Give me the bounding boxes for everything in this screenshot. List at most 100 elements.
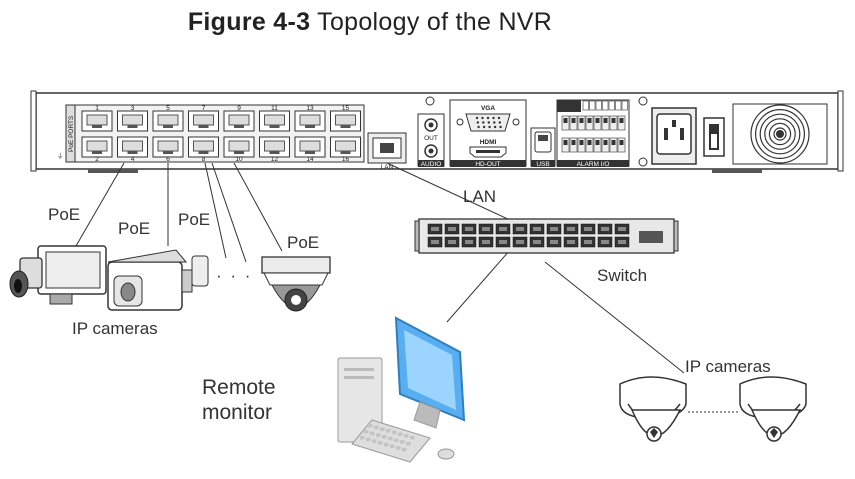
bullet-camera: [107, 249, 209, 311]
switch-port: [614, 236, 630, 248]
switch-port: [512, 236, 528, 248]
poe-line-5: [233, 162, 283, 252]
audio-out-port: OUT AUDIO: [417, 113, 445, 168]
nvr-lan-port: LAN: [367, 132, 407, 171]
figure-caption: Topology of the NVR: [317, 8, 553, 36]
remote-monitor-line-1: Remote: [202, 376, 276, 399]
dome-camera-3: [739, 376, 807, 442]
port-number: 16: [342, 156, 350, 163]
poe-ports: [81, 110, 361, 158]
keyboard-keys: [360, 424, 415, 452]
port-number: 6: [166, 156, 170, 163]
connection-lines: [75, 162, 740, 413]
figure-title: Figure 4-3 Topology of the NVR: [0, 8, 740, 37]
switch-port: [444, 236, 460, 248]
poe-port: [330, 136, 361, 158]
switch-port: [597, 236, 613, 248]
video-out-block: VGA HDMI HD-OUT: [449, 99, 527, 168]
poe-ports-label: PoE PORTS: [68, 115, 75, 152]
remote-monitor-computer: [337, 316, 466, 463]
poe-line-3: [204, 162, 227, 259]
switch-port: [512, 223, 528, 235]
port-number: 4: [131, 156, 135, 163]
vga-label: VGA: [481, 105, 495, 112]
fan-grille: [732, 103, 828, 165]
svg-text:⏚: ⏚: [57, 152, 64, 160]
switch-label: Switch: [597, 266, 648, 285]
power-block: [651, 103, 828, 165]
box-camera: [9, 245, 107, 305]
hd-out-label: HD-OUT: [475, 161, 500, 168]
poe-port: [223, 110, 255, 132]
switch-port: [563, 223, 579, 235]
poe-port: [223, 136, 255, 158]
switch-to-cameras-line: [544, 261, 685, 374]
port-number: 1: [95, 105, 99, 112]
switch-port: [461, 223, 477, 235]
port-number: 5: [166, 105, 170, 112]
switch-port: [563, 236, 579, 248]
switch-port: [461, 236, 477, 248]
network-switch: [414, 218, 679, 254]
poe-port: [152, 110, 184, 132]
lan-port-label: LAN: [381, 164, 394, 171]
remote-monitor-label: Remote monitor: [202, 375, 276, 425]
poe-label-1: PoE: [48, 205, 81, 224]
camera-ellipsis: · · ·: [216, 266, 253, 285]
vga-pins: [475, 116, 502, 129]
poe-port: [152, 136, 184, 158]
poe-port: [294, 136, 326, 158]
switch-port: [495, 236, 511, 248]
port-number: 7: [202, 105, 206, 112]
remote-monitor-line-2: monitor: [202, 401, 273, 424]
poe-port: [81, 136, 113, 158]
poe-port: [259, 136, 290, 158]
port-numbers-bottom: 2 4 6 8 10 12 14 16: [95, 156, 349, 163]
switch-port: [427, 223, 443, 235]
switch-port: [614, 223, 630, 235]
poe-port: [188, 110, 219, 132]
poe-label-3: PoE: [178, 210, 211, 229]
switch-port: [546, 236, 562, 248]
alarm-label: ALARM I/O: [577, 161, 610, 168]
ip-cameras-label-left: IP cameras: [72, 319, 158, 338]
poe-port: [294, 110, 326, 132]
poe-port: [117, 136, 148, 158]
port-number: 12: [271, 156, 279, 163]
switch-ports: [427, 223, 630, 248]
poe-label-2: PoE: [118, 219, 151, 238]
poe-port: [188, 136, 219, 158]
port-number: 13: [306, 105, 314, 112]
switch-port: [597, 223, 613, 235]
lan-label: LAN: [463, 187, 497, 206]
port-number: 10: [235, 156, 243, 163]
switch-port: [580, 236, 596, 248]
switch-port: [529, 223, 545, 235]
switch-port: [495, 223, 511, 235]
port-number: 14: [306, 156, 314, 163]
figure-number: Figure 4-3: [187, 8, 311, 36]
port-number: 2: [95, 156, 99, 163]
switch-port: [580, 223, 596, 235]
alarm-terminals: [561, 115, 626, 153]
switch-port: [546, 223, 562, 235]
switch-port: [444, 223, 460, 235]
switch-port: [427, 236, 443, 248]
port-number: 15: [342, 105, 350, 112]
audio-label: AUDIO: [421, 161, 442, 168]
port-number: 3: [131, 105, 135, 112]
port-number: 8: [202, 156, 206, 163]
usb-port: USB: [530, 127, 556, 168]
switch-port: [478, 236, 494, 248]
usb-label: USB: [536, 161, 549, 168]
dome-camera-2: [619, 376, 687, 442]
poe-port: [259, 110, 290, 132]
poe-line-1: [75, 162, 125, 247]
poe-label-4: PoE: [287, 233, 320, 252]
poe-port: [81, 110, 113, 132]
alarm-dip-switches: [582, 100, 628, 111]
poe-port: [117, 110, 148, 132]
